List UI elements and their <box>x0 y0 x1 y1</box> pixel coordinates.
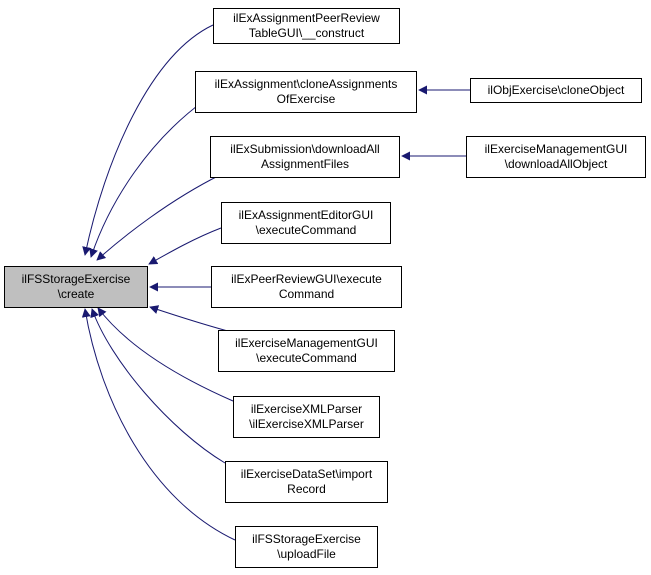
node-label-line-2: \create <box>57 287 95 301</box>
edge-xml-parser <box>97 307 234 402</box>
node-clone-assignments-of-exercise[interactable]: ilExAssignment\cloneAssignments OfExerci… <box>195 71 417 113</box>
node-label-line-1: ilExSubmission\downloadAll <box>230 142 380 156</box>
node-label-line-2: \downloadAllObject <box>504 157 608 171</box>
node-label-line-1: ilExAssignment\cloneAssignments <box>214 77 398 91</box>
node-label-line-1: ilExPeerReviewGUI\execute <box>231 272 382 286</box>
node-label-line-1: ilFSStorageExercise <box>252 532 361 546</box>
edge-upload-file <box>81 308 236 541</box>
node-label-line-1: ilExAssignmentPeerReview <box>233 11 380 25</box>
node-label-line-2: \ilExerciseXMLParser <box>249 417 364 431</box>
node-exercise-xml-parser[interactable]: ilExerciseXMLParser \ilExerciseXMLParser <box>233 396 380 438</box>
edge-peer-review-table <box>82 24 214 256</box>
node-label-line-2: OfExercise <box>276 92 336 106</box>
node-label-line-2: \executeCommand <box>255 223 357 237</box>
node-label-line-2: Record <box>287 482 326 496</box>
node-label-line-1: ilFSStorageExercise <box>21 272 131 286</box>
node-obj-exercise-clone-object[interactable]: ilObjExercise\cloneObject <box>470 78 642 103</box>
node-peer-review-table-construct[interactable]: ilExAssignmentPeerReview TableGUI\__cons… <box>213 8 400 44</box>
node-label-line-2: \executeCommand <box>256 351 357 365</box>
node-assignment-editor-execute-command[interactable]: ilExAssignmentEditorGUI \executeCommand <box>221 202 391 244</box>
node-management-download-all-object[interactable]: ilExerciseManagementGUI \downloadAllObje… <box>466 136 646 178</box>
node-exercise-dataset-import-record[interactable]: ilExerciseDataSet\import Record <box>225 461 388 503</box>
node-management-execute-command[interactable]: ilExerciseManagementGUI \executeCommand <box>218 330 395 372</box>
edge-editor-exec <box>148 227 222 265</box>
node-label-line-1: ilExAssignmentEditorGUI <box>238 208 374 222</box>
node-label-line-1: ilObjExercise\cloneObject <box>487 83 625 97</box>
node-label-line-2: \uploadFile <box>277 547 336 561</box>
node-label-line-2: Command <box>278 287 335 301</box>
node-download-all-assignment-files[interactable]: ilExSubmission\downloadAll AssignmentFil… <box>210 136 400 178</box>
node-ilfsstorageexercise-create: ilFSStorageExercise \create <box>4 266 148 308</box>
node-label-line-1: ilExerciseXMLParser <box>250 402 363 416</box>
node-label-line-1: ilExerciseDataSet\import <box>240 467 373 481</box>
node-storage-exercise-upload-file[interactable]: ilFSStorageExercise \uploadFile <box>235 526 378 568</box>
node-label-line-2: AssignmentFiles <box>260 157 350 171</box>
node-label-line-1: ilExerciseManagementGUI <box>484 142 628 156</box>
node-peer-review-execute-command[interactable]: ilExPeerReviewGUI\execute Command <box>211 266 402 308</box>
node-label-line-1: ilExerciseManagementGUI <box>235 336 378 350</box>
node-label-line-2: TableGUI\__construct <box>248 26 365 40</box>
edge-clone-assignments <box>89 99 206 258</box>
edge-download-all <box>96 174 221 261</box>
edge-dataset-import <box>90 308 226 464</box>
